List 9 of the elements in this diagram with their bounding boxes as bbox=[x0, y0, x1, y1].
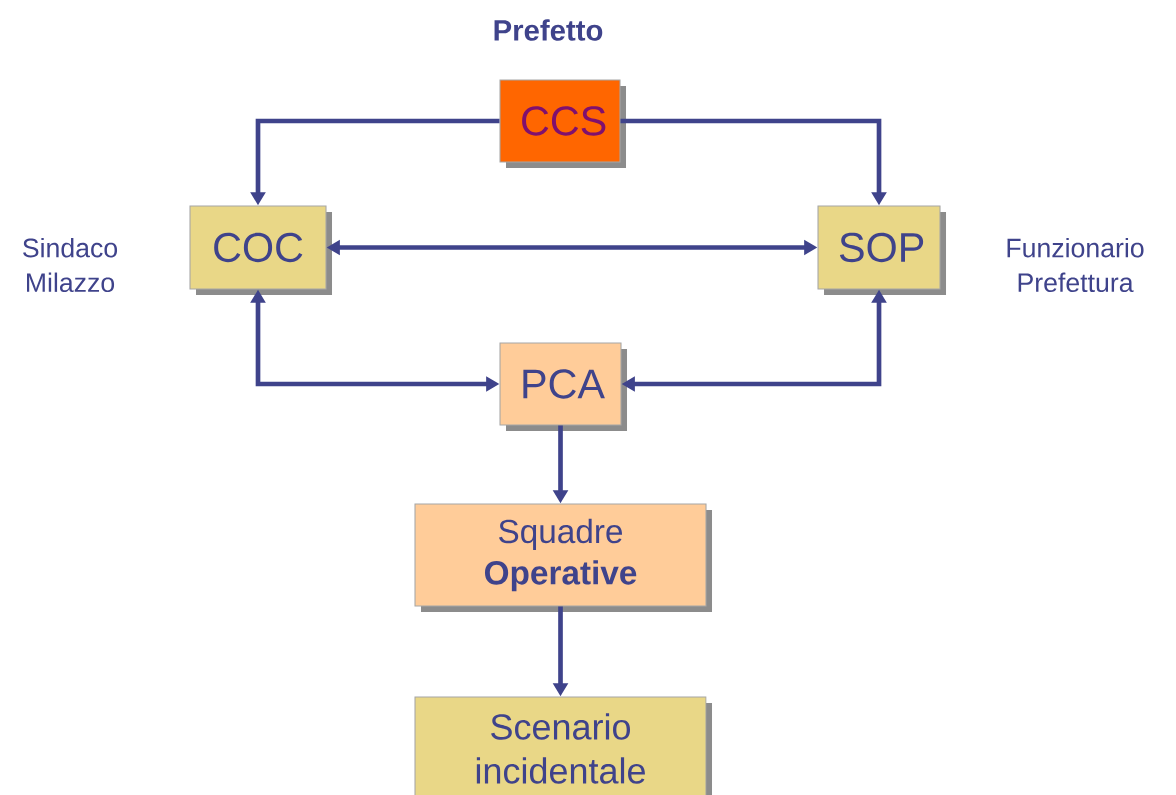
process-box: Squadre Operative bbox=[414, 503, 712, 612]
process-box: SOP bbox=[817, 205, 946, 295]
process-box: PCA bbox=[499, 342, 627, 431]
side-label: Funzionario Prefettura bbox=[1007, 237, 1144, 293]
process-box: COC bbox=[189, 205, 332, 295]
side-label: Sindaco Milazzo bbox=[23, 237, 118, 293]
side-label: Prefetto bbox=[494, 19, 603, 41]
process-box: CCS bbox=[499, 79, 626, 168]
process-box: Scenario incidentale bbox=[414, 696, 712, 795]
